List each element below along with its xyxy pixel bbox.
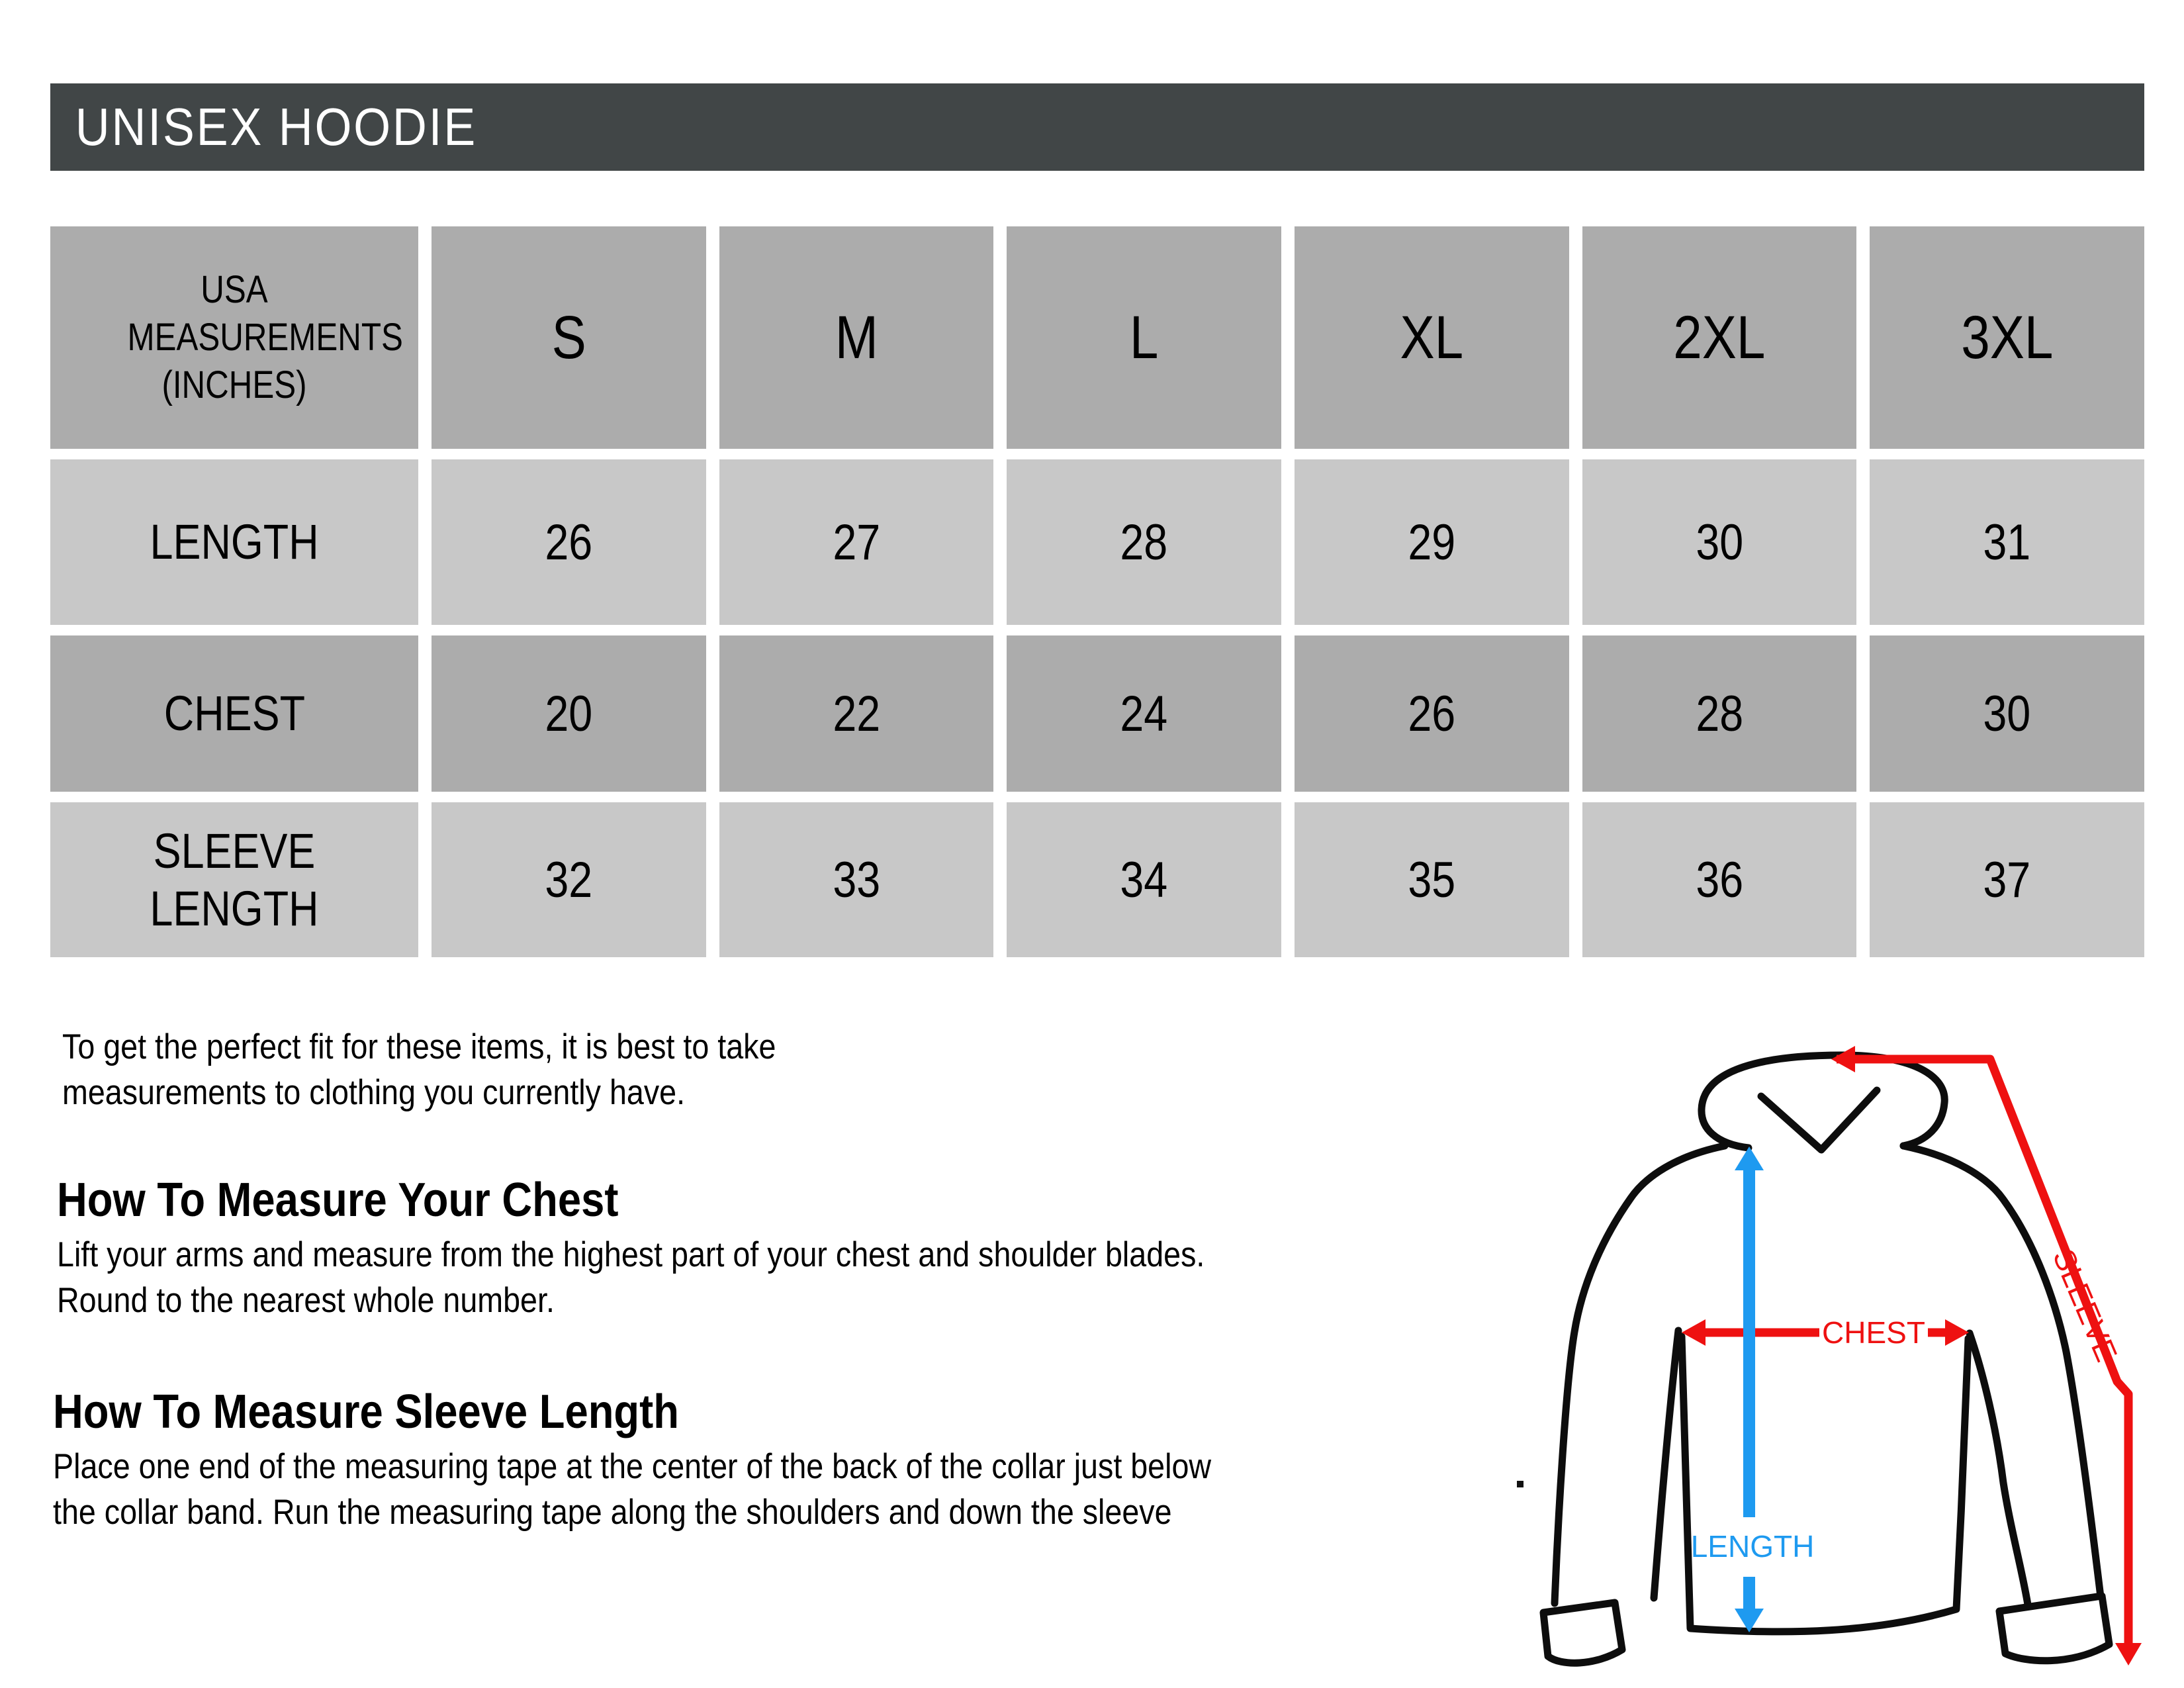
length-arrowhead-down	[1735, 1609, 1764, 1632]
chest-value-xl: 26	[1294, 635, 1569, 792]
cell-value: 28	[1696, 685, 1743, 742]
cell-value: 32	[545, 851, 593, 908]
size-column-header-m: M	[719, 226, 994, 449]
cell-value: 36	[1696, 851, 1743, 908]
size-column-header-l: L	[1007, 226, 1281, 449]
size-column-header-3xl: 3XL	[1870, 226, 2144, 449]
cell-value: 28	[1120, 514, 1168, 571]
heading-measure-chest: How To Measure Your Chest	[57, 1174, 619, 1227]
row-label: SLEEVE LENGTH	[150, 823, 319, 936]
chest-value-m: 22	[719, 635, 994, 792]
size-label: 3XL	[1961, 303, 2054, 371]
sleeve-arrowhead-down	[2115, 1643, 2142, 1665]
left-sleeve-inner	[1650, 1327, 1682, 1602]
length-value-3xl: 31	[1870, 459, 2144, 625]
cell-value: 26	[545, 514, 593, 571]
size-label: 2XL	[1673, 303, 1766, 371]
body-measure-sleeve: Place one end of the measuring tape at t…	[53, 1447, 1212, 1532]
row-header-sleeve-length: SLEEVE LENGTH	[50, 802, 418, 957]
cell-value: 22	[833, 685, 880, 742]
title-bar: UNISEX HOODIE	[50, 83, 2144, 171]
sleeve-value-s: 32	[432, 802, 706, 957]
sleeve-value-3xl: 37	[1870, 802, 2144, 957]
sleeve-value-2xl: 36	[1582, 802, 1857, 957]
length-value-m: 27	[719, 459, 994, 625]
body-measure-chest: Lift your arms and measure from the high…	[57, 1235, 1205, 1320]
length-arrow: LENGTH	[1691, 1147, 1815, 1632]
corner-header-label: USA MEASUREMENTS (INCHES)	[127, 268, 403, 406]
right-sleeve-inner	[1966, 1329, 2032, 1609]
hood-vneck	[1757, 1086, 1881, 1154]
chest-arrowhead-left	[1682, 1319, 1706, 1346]
cell-value: 30	[1696, 514, 1743, 571]
hoodie-outline	[1517, 1051, 2113, 1667]
size-label: M	[835, 303, 878, 371]
sleeve-value-l: 34	[1007, 802, 1281, 957]
size-column-header-xl: XL	[1294, 226, 1569, 449]
sleeve-arrow-line	[1837, 1055, 2133, 1644]
size-label: S	[551, 303, 586, 371]
cell-value: 20	[545, 685, 593, 742]
length-value-2xl: 30	[1582, 459, 1857, 625]
row-header-length: LENGTH	[50, 459, 418, 625]
chest-value-3xl: 30	[1870, 635, 2144, 792]
length-arrow-label: LENGTH	[1691, 1529, 1815, 1564]
cell-value: 33	[833, 851, 880, 908]
chest-value-2xl: 28	[1582, 635, 1857, 792]
chest-value-s: 20	[432, 635, 706, 792]
size-column-header-2xl: 2XL	[1582, 226, 1857, 449]
size-label: L	[1129, 303, 1159, 371]
page-title: UNISEX HOODIE	[75, 97, 478, 156]
row-header-chest: CHEST	[50, 635, 418, 792]
cell-value: 27	[833, 514, 880, 571]
cell-value: 37	[1983, 851, 2031, 908]
cell-value: 24	[1120, 685, 1168, 742]
sleeve-value-xl: 35	[1294, 802, 1569, 957]
stray-mark	[1517, 1481, 1524, 1487]
heading-measure-sleeve: How To Measure Sleeve Length	[53, 1385, 679, 1438]
chest-arrow: CHEST	[1682, 1315, 1969, 1350]
row-label: LENGTH	[150, 514, 319, 570]
size-column-header-s: S	[432, 226, 706, 449]
length-value-xl: 29	[1294, 459, 1569, 625]
length-value-l: 28	[1007, 459, 1281, 625]
left-sleeve-outer	[1551, 1142, 1729, 1607]
cell-value: 31	[1983, 514, 2031, 571]
body-outline	[1678, 1333, 1972, 1636]
row-label: CHEST	[163, 686, 305, 741]
cell-value: 29	[1408, 514, 1456, 571]
cell-value: 35	[1408, 851, 1456, 908]
chest-arrowhead-right	[1945, 1319, 1969, 1346]
cell-value: 30	[1983, 685, 2031, 742]
chest-value-l: 24	[1007, 635, 1281, 792]
size-table: USA MEASUREMENTS (INCHES) S M L XL 2XL 3…	[50, 226, 2144, 957]
fit-note: To get the perfect fit for these items, …	[62, 1027, 776, 1112]
size-label: XL	[1400, 303, 1464, 371]
length-arrowhead-up	[1735, 1147, 1764, 1170]
sleeve-value-m: 33	[719, 802, 994, 957]
cell-value: 34	[1120, 851, 1168, 908]
right-cuff	[1995, 1592, 2113, 1665]
left-cuff	[1539, 1599, 1626, 1667]
hoodie-measurement-diagram: SLEEVE CHEST LENGTH	[1517, 1046, 2142, 1667]
table-corner-header: USA MEASUREMENTS (INCHES)	[50, 226, 418, 449]
chest-arrow-label: CHEST	[1822, 1315, 1925, 1350]
length-value-s: 26	[432, 459, 706, 625]
right-sleeve-outer	[1899, 1142, 2105, 1601]
hood-outline	[1698, 1051, 1948, 1152]
sleeve-arrowhead-left	[1831, 1046, 1855, 1072]
cell-value: 26	[1408, 685, 1456, 742]
